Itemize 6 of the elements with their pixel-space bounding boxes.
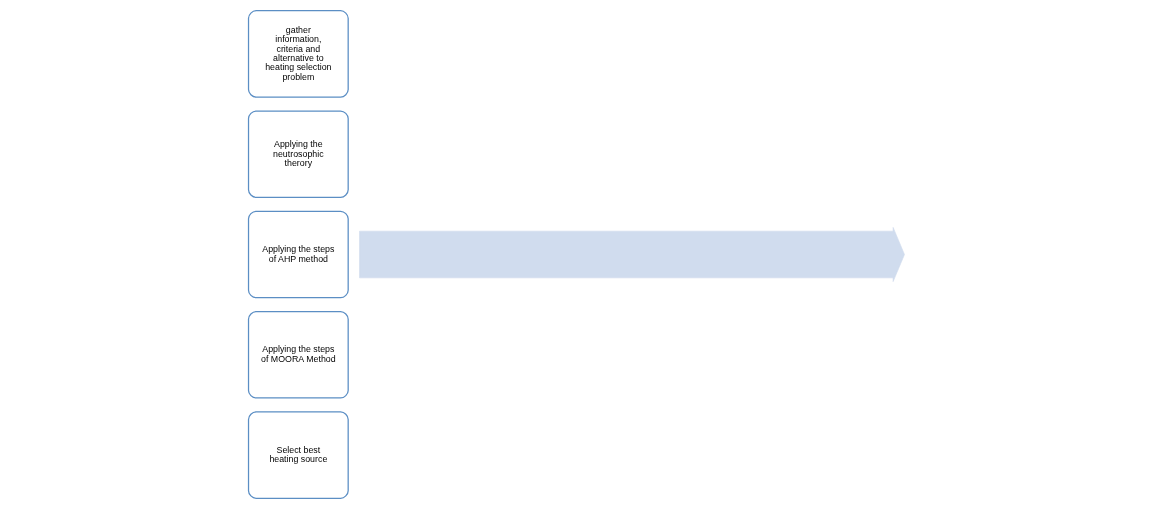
- node-box: gather information, criteria and alternative to heating selection problem: [247, 10, 349, 98]
- node-box: Applying the steps of MOORA Method: [247, 310, 349, 399]
- node-box: Applying the neutrosophic therory: [247, 110, 349, 199]
- node-box: Select best heating source: [247, 411, 349, 499]
- node-box: Applying the steps of AHP method: [247, 210, 349, 299]
- node-arrow: [359, 227, 905, 282]
